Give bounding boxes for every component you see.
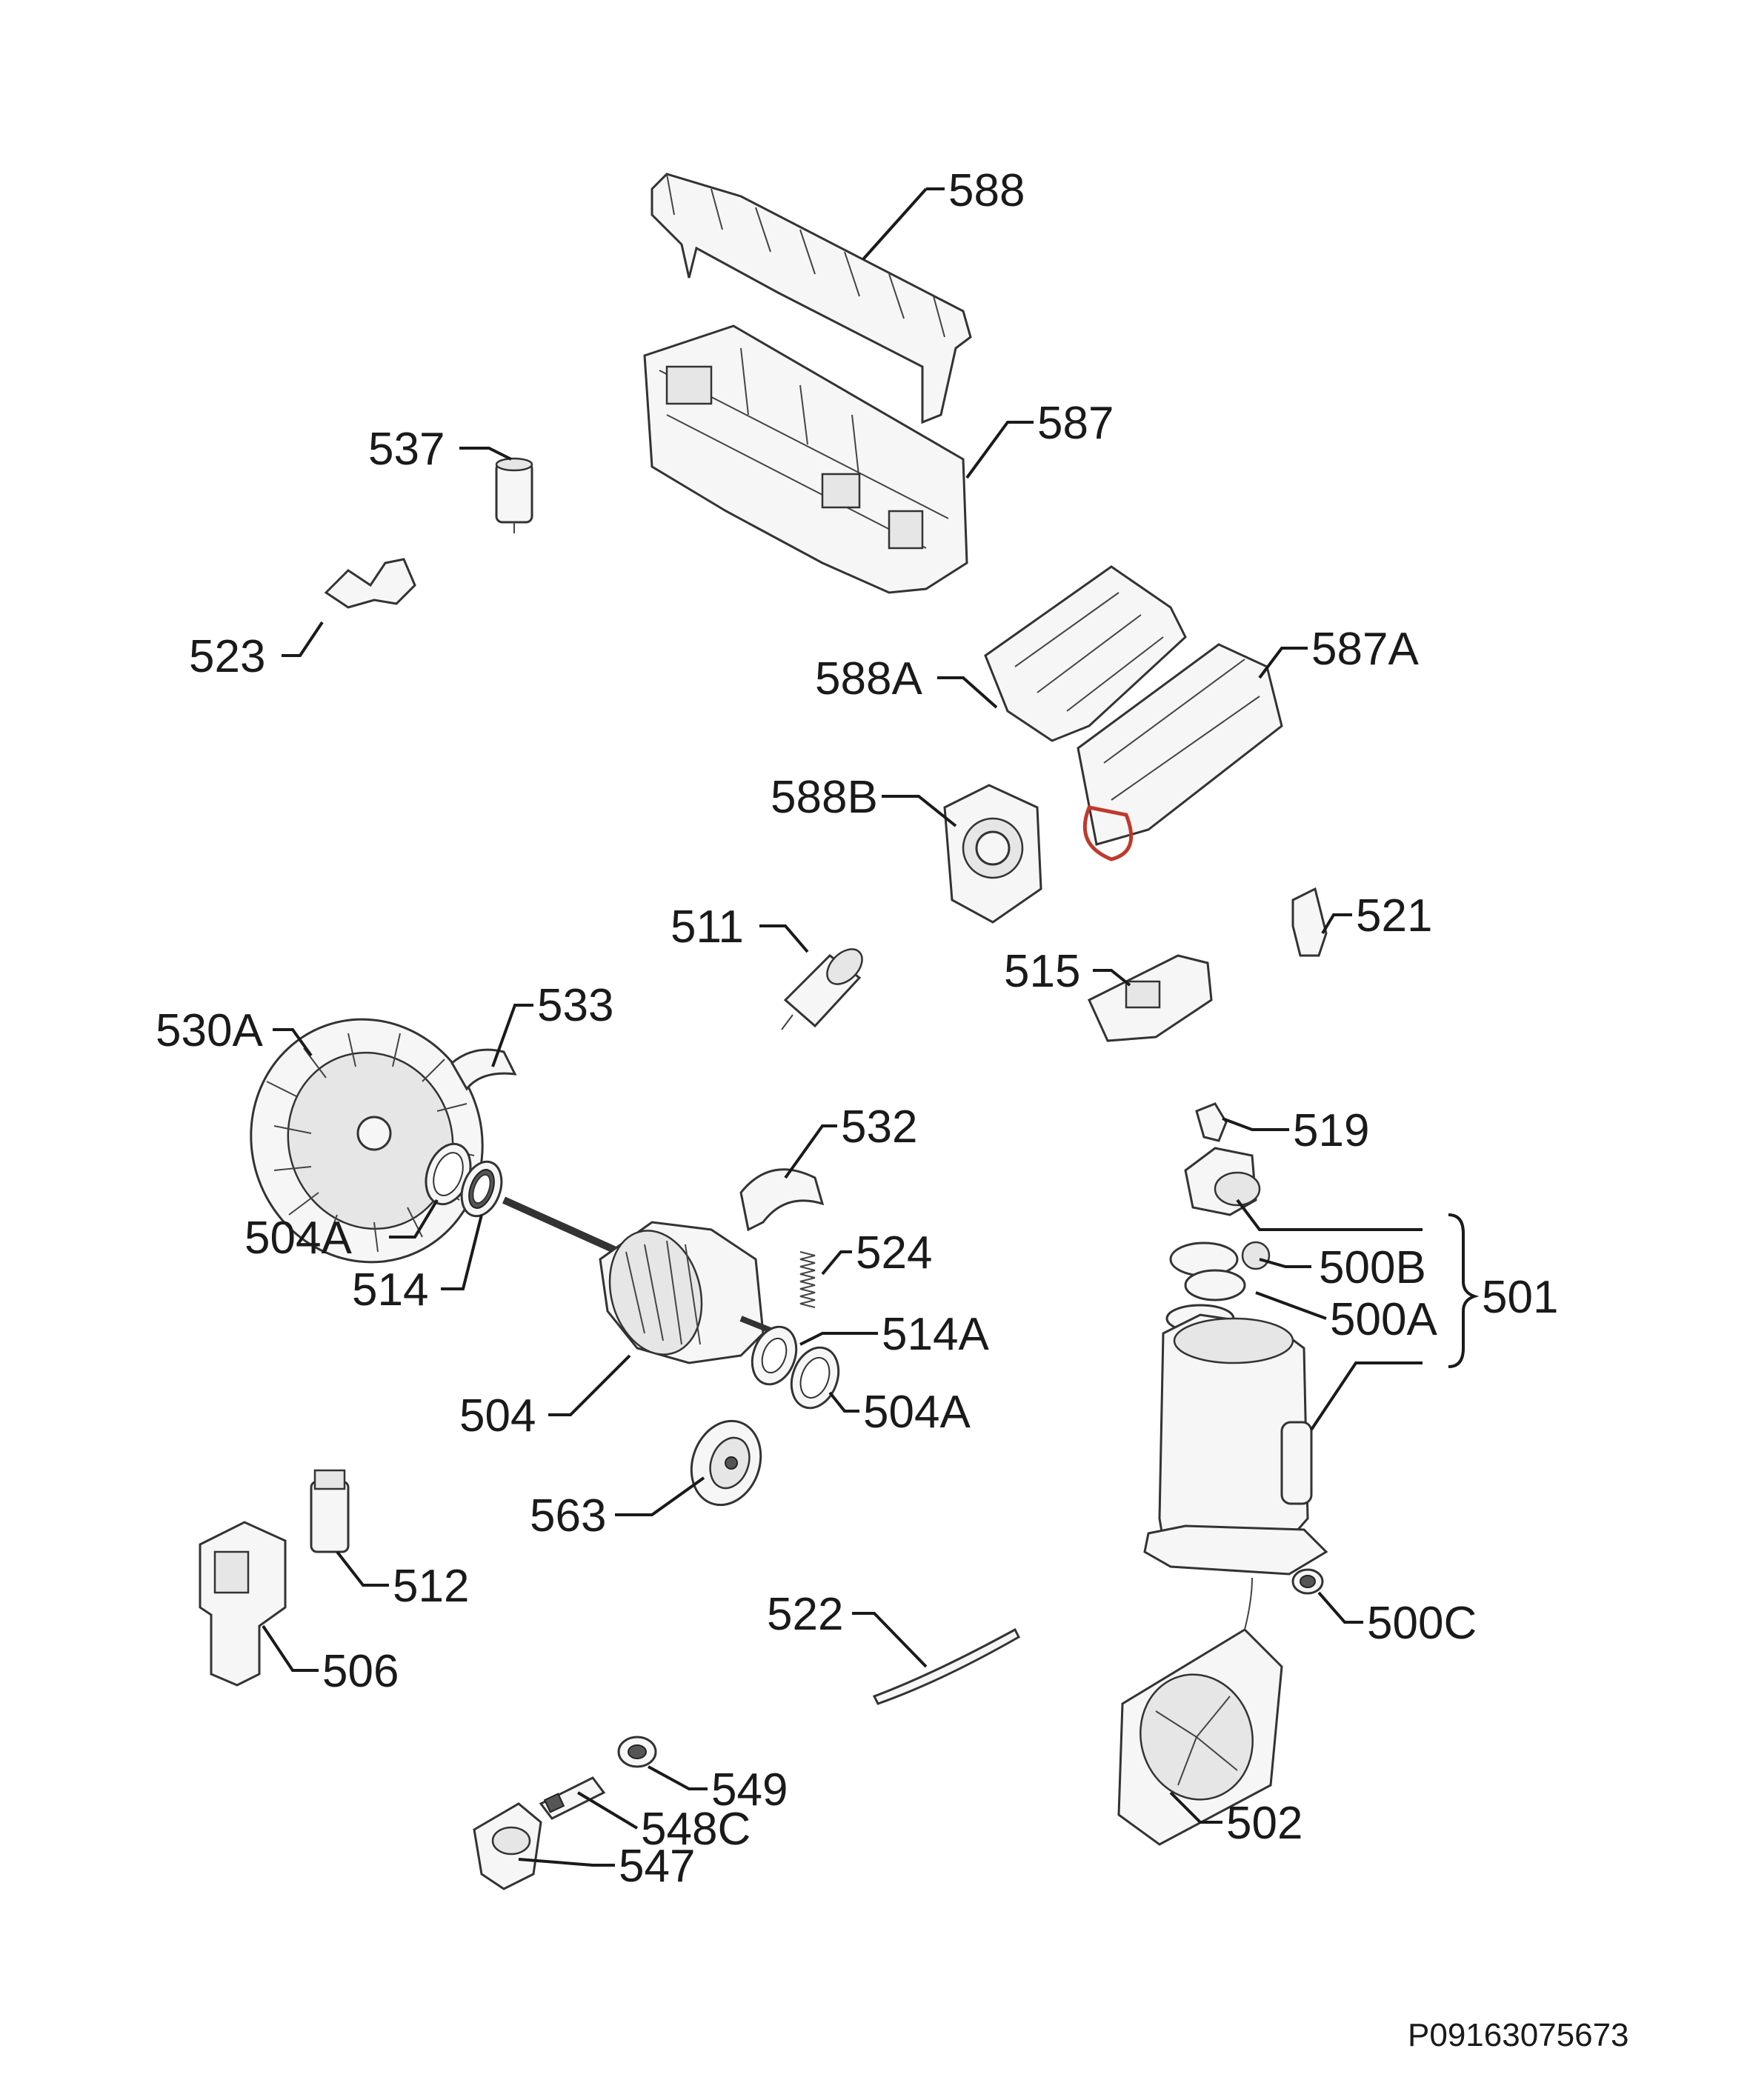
callout-504A-right[interactable]: 504A <box>863 1387 971 1438</box>
part-504-motor[interactable] <box>502 1196 779 1365</box>
callout-500A[interactable]: 500A <box>1330 1294 1437 1345</box>
part-587-control-module[interactable] <box>643 324 968 594</box>
callout-548C[interactable]: 548C <box>641 1804 751 1855</box>
callout-501[interactable]: 501 <box>1482 1272 1558 1323</box>
callout-588[interactable]: 588 <box>948 165 1025 216</box>
callout-515[interactable]: 515 <box>1004 946 1080 997</box>
part-515-sensor[interactable] <box>1088 954 1213 1042</box>
part-547-housing[interactable] <box>473 1802 542 1890</box>
callout-511[interactable]: 511 <box>671 901 744 953</box>
part-522-strip[interactable] <box>872 1627 1020 1705</box>
callout-500C[interactable]: 500C <box>1367 1598 1477 1649</box>
callout-514A[interactable]: 514A <box>882 1309 989 1360</box>
part-532-shield[interactable] <box>739 1168 825 1232</box>
part-588A-plate[interactable] <box>984 565 1187 742</box>
part-587A-board[interactable] <box>1077 643 1283 861</box>
part-500C-grommet[interactable] <box>1291 1568 1324 1595</box>
callout-588B[interactable]: 588B <box>771 772 878 823</box>
part-563-pulley[interactable] <box>680 1411 772 1515</box>
callout-521[interactable]: 521 <box>1356 890 1432 941</box>
callout-512[interactable]: 512 <box>393 1561 469 1612</box>
part-511-capacitor[interactable] <box>781 942 869 1030</box>
callout-504A-left[interactable]: 504A <box>244 1213 352 1264</box>
part-514A-ring[interactable] <box>745 1321 804 1390</box>
callout-588A[interactable]: 588A <box>815 653 922 704</box>
callout-549[interactable]: 549 <box>711 1764 788 1816</box>
callout-506[interactable]: 506 <box>322 1646 399 1697</box>
part-506-pump[interactable] <box>199 1521 287 1687</box>
reference-code: P09163075673 <box>1408 2017 1629 2053</box>
leader-lines <box>262 187 1480 1867</box>
callout-533[interactable]: 533 <box>537 980 613 1031</box>
part-537-capacitor[interactable] <box>495 457 533 533</box>
callout-504[interactable]: 504 <box>459 1390 536 1441</box>
part-548C-connector[interactable] <box>539 1776 606 1820</box>
callout-514[interactable]: 514 <box>352 1264 428 1316</box>
part-521-switch[interactable] <box>1291 887 1328 957</box>
callout-522[interactable]: 522 <box>767 1589 843 1640</box>
callout-labels: 588 587 537 523 588A 587A 588B 511 521 5… <box>156 165 1629 2053</box>
part-502-fan[interactable] <box>1117 1577 1283 1846</box>
callout-587[interactable]: 587 <box>1037 398 1114 449</box>
callout-547[interactable]: 547 <box>619 1841 695 1892</box>
callout-537[interactable]: 537 <box>368 424 445 475</box>
callout-519[interactable]: 519 <box>1293 1105 1369 1156</box>
part-549-grommet[interactable] <box>617 1736 657 1768</box>
part-588B-knob[interactable] <box>943 784 1042 924</box>
part-533-clip[interactable] <box>450 1048 517 1091</box>
callout-532[interactable]: 532 <box>841 1101 917 1153</box>
callout-524[interactable]: 524 <box>856 1227 932 1279</box>
callout-523[interactable]: 523 <box>189 631 265 682</box>
part-504A-ring-left[interactable] <box>418 1138 478 1210</box>
part-501-compressor[interactable] <box>1143 1147 1328 1576</box>
part-524-spring[interactable] <box>799 1251 816 1308</box>
part-519-sensor[interactable] <box>1195 1102 1228 1142</box>
part-523-connector[interactable] <box>324 558 416 609</box>
callout-530A[interactable]: 530A <box>156 1005 263 1056</box>
callout-500B[interactable]: 500B <box>1319 1242 1426 1293</box>
callout-502[interactable]: 502 <box>1226 1798 1302 1849</box>
part-530A-fan-wheel[interactable] <box>217 987 516 1295</box>
part-514-ring[interactable] <box>455 1156 509 1222</box>
part-512-capacitor[interactable] <box>310 1469 350 1553</box>
callout-587A[interactable]: 587A <box>1311 624 1419 675</box>
part-504A-ring-right[interactable] <box>783 1341 846 1414</box>
part-588-cover[interactable] <box>651 173 972 424</box>
callout-563[interactable]: 563 <box>530 1490 606 1541</box>
